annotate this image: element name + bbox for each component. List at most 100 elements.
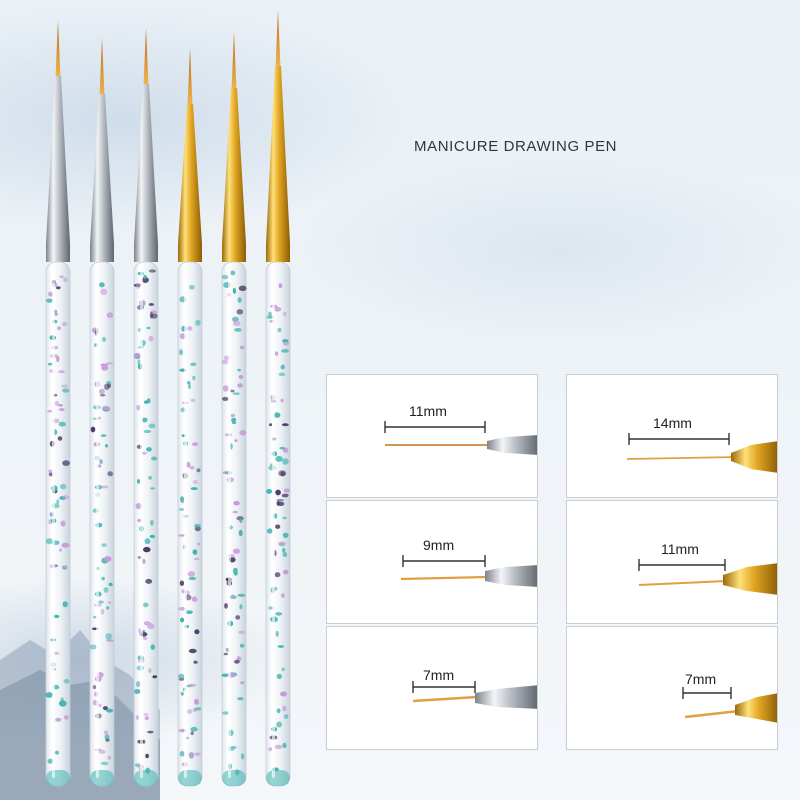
glitter-flake — [93, 615, 97, 619]
glitter-flake — [230, 270, 236, 276]
glitter-flake — [179, 349, 183, 356]
glitter-flake — [194, 523, 201, 528]
glitter-flake — [276, 500, 280, 506]
glitter-flake — [180, 691, 184, 696]
glitter-flake — [276, 673, 282, 680]
glitter-flake — [107, 755, 111, 760]
glitter-flake — [103, 587, 109, 593]
handle-end-cap — [266, 770, 290, 786]
glitter-flake — [192, 375, 196, 381]
nail-brush-pen — [221, 32, 247, 787]
glitter-flake — [278, 283, 283, 289]
silver-ferrule — [134, 84, 158, 262]
glitter-flake — [147, 730, 154, 734]
glitter-flake — [235, 615, 241, 620]
glitter-flake — [101, 365, 109, 371]
glitter-flake — [47, 362, 53, 366]
glitter-flake — [282, 705, 287, 712]
glitter-flake — [148, 269, 156, 273]
measure-label: 7mm — [423, 667, 455, 683]
glitter-flake — [239, 518, 243, 523]
glitter-flake — [99, 388, 105, 395]
glitter-flake — [237, 593, 246, 597]
glitter-flake — [280, 471, 285, 477]
glitter-flake — [237, 697, 244, 701]
glitter-flake — [282, 552, 288, 557]
glitter-flake — [148, 303, 155, 306]
glitter-flake — [60, 697, 64, 703]
bristle-tip — [143, 28, 149, 86]
glitter-flake — [62, 460, 70, 466]
glitter-flake — [58, 421, 67, 427]
glitter-flake — [63, 715, 69, 720]
glitter-flake — [179, 580, 185, 586]
glitter-flake — [188, 648, 197, 654]
glitter-flake — [102, 706, 108, 711]
measure-label: 11mm — [661, 541, 699, 557]
glitter-flake — [223, 652, 228, 656]
brush-tip-silver-icon — [400, 555, 537, 587]
glitter-flake — [101, 336, 107, 342]
glitter-flake — [143, 274, 147, 280]
glitter-flake — [239, 430, 247, 436]
glitter-flake — [148, 335, 154, 342]
glitter-flake — [280, 364, 285, 370]
glitter-flake — [236, 309, 244, 315]
glitter-flake — [151, 456, 158, 461]
glitter-flake — [268, 311, 272, 317]
glitter-flake — [108, 601, 112, 604]
glitter-flake — [136, 282, 141, 289]
glitter-flake — [143, 429, 152, 434]
glitter-flake — [194, 629, 200, 635]
glitter-flake — [188, 384, 191, 389]
glitter-flake — [143, 713, 149, 716]
glitter-flake — [104, 556, 112, 562]
glitter-flake — [61, 322, 68, 327]
glitter-flake — [234, 439, 238, 442]
glitter-flake — [58, 548, 63, 552]
glitter-flake — [221, 396, 229, 401]
glitter-flake — [59, 275, 64, 279]
glitter-flake — [106, 312, 113, 319]
glitter-flake — [58, 700, 67, 707]
glitter-flake — [180, 496, 184, 503]
glitter-flake — [281, 423, 289, 427]
detail-panel-right-3: 7mm — [566, 626, 778, 750]
glitter-flake — [47, 758, 54, 764]
glitter-flake — [278, 372, 286, 377]
glitter-flake — [231, 417, 237, 423]
glitter-flake — [48, 469, 53, 472]
detail-panel-right-2: 11mm — [566, 500, 778, 624]
glitter-flake — [283, 311, 287, 317]
glitter-flake — [237, 297, 242, 303]
glitter-flake — [241, 753, 245, 760]
handle-end-cap — [90, 770, 114, 786]
glitter-flake — [232, 287, 236, 294]
glitter-flake — [45, 692, 54, 698]
glitter-flake — [56, 499, 60, 504]
glitter-flake — [100, 288, 108, 295]
glitter-flake — [108, 582, 113, 587]
glitter-flake — [282, 742, 287, 749]
measure-label: 9mm — [423, 537, 455, 553]
glitter-flake — [63, 679, 70, 684]
handle-end-cap — [46, 770, 70, 786]
handle-highlight — [96, 268, 99, 778]
glitter-flake — [230, 413, 236, 418]
glitter-flake — [187, 709, 193, 714]
glitter-flake — [190, 731, 194, 736]
glitter-flake — [145, 753, 149, 759]
glitter-flake — [57, 436, 63, 441]
glitter-flake — [189, 284, 195, 290]
glitter-flake — [149, 312, 154, 319]
glitter-flake — [100, 485, 109, 489]
glitter-flake — [133, 352, 141, 358]
glitter-flake — [232, 320, 241, 327]
handle-end-cap — [178, 770, 202, 786]
glitter-flake — [106, 708, 114, 713]
glitter-flake — [276, 708, 281, 714]
glitter-flake — [137, 479, 140, 484]
glitter-flake — [234, 328, 242, 332]
glitter-flake — [150, 519, 154, 526]
glitter-flake — [193, 661, 198, 664]
